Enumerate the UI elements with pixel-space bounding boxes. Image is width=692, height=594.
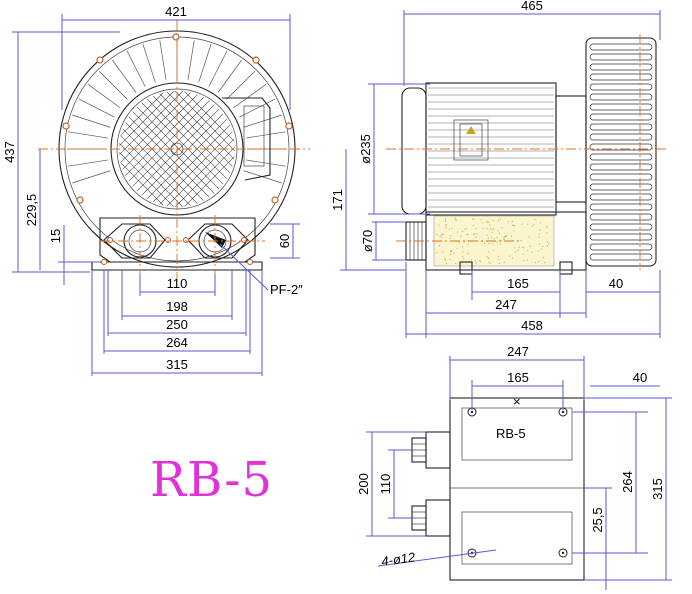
axis-height-label: 171 bbox=[330, 189, 345, 211]
dim-250: 250 bbox=[166, 317, 188, 332]
top-dim-315: 315 bbox=[650, 478, 665, 500]
outlet-diameter-label: ø70 bbox=[360, 230, 375, 252]
top-body bbox=[449, 397, 585, 581]
center-height-label: 229,5 bbox=[24, 194, 39, 227]
top-dim-264: 264 bbox=[620, 471, 635, 493]
top-dim-200: 200 bbox=[356, 473, 371, 495]
top-dim-110: 110 bbox=[378, 474, 393, 495]
top-dim-40: 40 bbox=[633, 370, 647, 385]
top-dim-247: 247 bbox=[507, 344, 529, 359]
dim-264: 264 bbox=[166, 335, 188, 350]
model-title: RB-5 bbox=[150, 452, 274, 508]
top-dim-25-5: 25,5 bbox=[590, 507, 605, 532]
top-view: RB-5 × 247 165 40 bbox=[356, 344, 672, 590]
top-view-label: RB-5 bbox=[496, 426, 526, 441]
motor-diameter-label: ø235 bbox=[358, 134, 373, 164]
front-view: 421 437 229,5 15 60 110 198 250 264 bbox=[2, 4, 310, 376]
base-gap-label: 15 bbox=[48, 229, 63, 243]
holes-label: 4-ø12 bbox=[380, 549, 416, 569]
front-height-label: 437 bbox=[2, 141, 17, 163]
port-pitch-label: 110 bbox=[167, 276, 188, 291]
side-length-label: 465 bbox=[521, 0, 543, 13]
dim-198: 198 bbox=[166, 299, 188, 314]
side-dim-458: 458 bbox=[521, 318, 543, 333]
port-thread-label: PF-2″ bbox=[270, 282, 303, 297]
side-dim-40: 40 bbox=[609, 276, 623, 291]
side-view: 465 ø235 171 ø70 165 40 247 458 bbox=[330, 0, 668, 338]
svg-text:×: × bbox=[513, 394, 521, 409]
blower-housing bbox=[585, 37, 657, 267]
dim-315: 315 bbox=[166, 357, 188, 372]
top-dim-165: 165 bbox=[507, 370, 529, 385]
front-width-label: 421 bbox=[165, 4, 187, 19]
port-height-label: 60 bbox=[277, 234, 292, 248]
side-dim-165: 165 bbox=[507, 276, 529, 291]
side-dim-247: 247 bbox=[495, 297, 517, 312]
